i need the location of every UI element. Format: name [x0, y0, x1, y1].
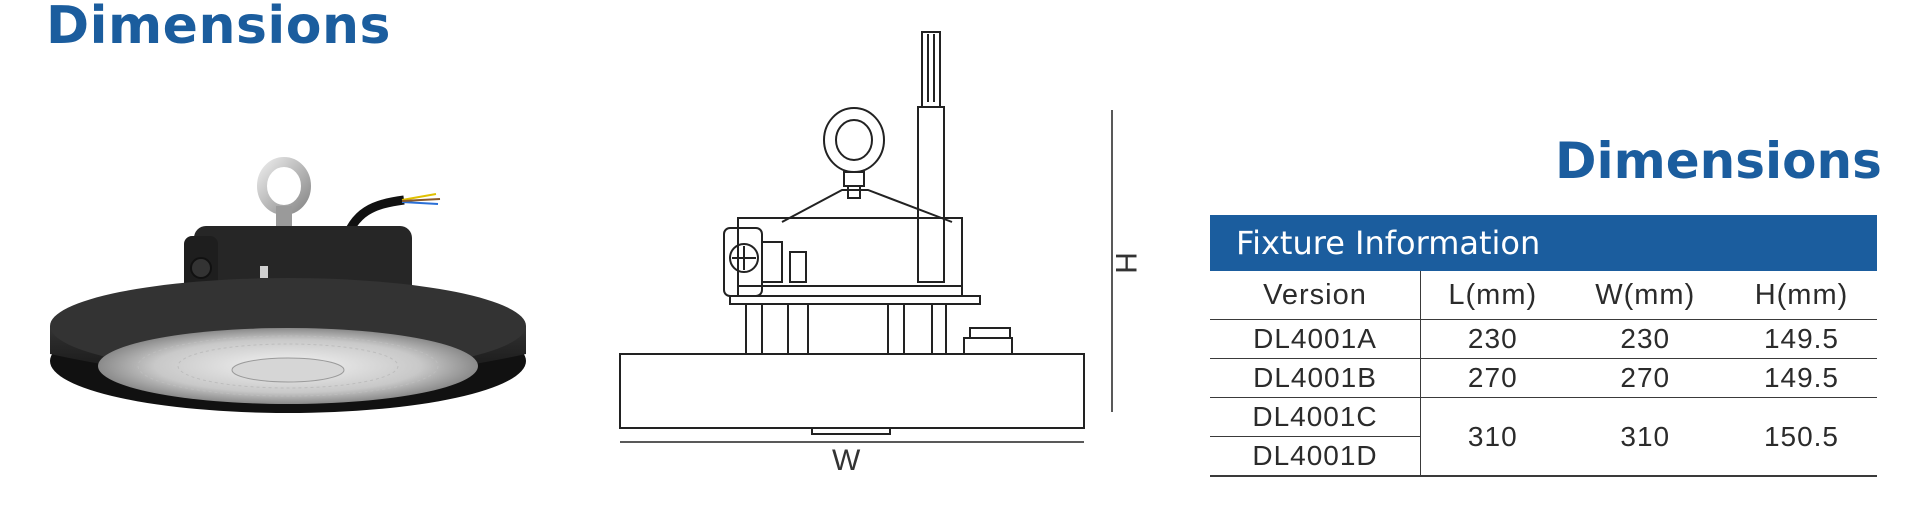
- column-header-version: Version: [1210, 271, 1421, 320]
- table-banner: Fixture Information: [1210, 215, 1877, 271]
- width-label: W: [832, 444, 861, 477]
- version-cell: DL4001C: [1210, 397, 1421, 437]
- column-header-length: L(mm): [1420, 271, 1565, 320]
- version-cell: DL4001B: [1210, 358, 1421, 398]
- dimension-drawing: [619, 31, 1113, 443]
- table-title: Dimensions: [1555, 132, 1882, 190]
- version-cell: DL4001A: [1210, 319, 1421, 359]
- length-cell: 310: [1420, 397, 1565, 477]
- width-cell: 230: [1564, 319, 1726, 359]
- column-header-width: W(mm): [1564, 271, 1726, 320]
- height-cell: 149.5: [1725, 358, 1877, 398]
- length-cell: 230: [1420, 319, 1565, 359]
- height-label: H: [1108, 252, 1142, 274]
- height-cell: 149.5: [1725, 319, 1877, 359]
- page-title: Dimensions: [46, 0, 391, 56]
- width-cell: 270: [1564, 358, 1726, 398]
- column-header-height: H(mm): [1725, 271, 1877, 320]
- table-row: DL4001C 310 310 150.5: [1210, 397, 1877, 477]
- version-cell: DL4001D: [1210, 436, 1421, 477]
- table-row: DL4001A 230 230 149.5: [1210, 319, 1877, 359]
- width-cell: 310: [1564, 397, 1726, 477]
- product-photo: [50, 157, 526, 413]
- table-row: DL4001B 270 270 149.5: [1210, 358, 1877, 398]
- length-cell: 270: [1420, 358, 1565, 398]
- height-cell: 150.5: [1725, 397, 1877, 477]
- table-row: DL4001D: [1210, 436, 1877, 477]
- fixture-info-table: Fixture Information Version L(mm) W(mm) …: [1210, 215, 1877, 477]
